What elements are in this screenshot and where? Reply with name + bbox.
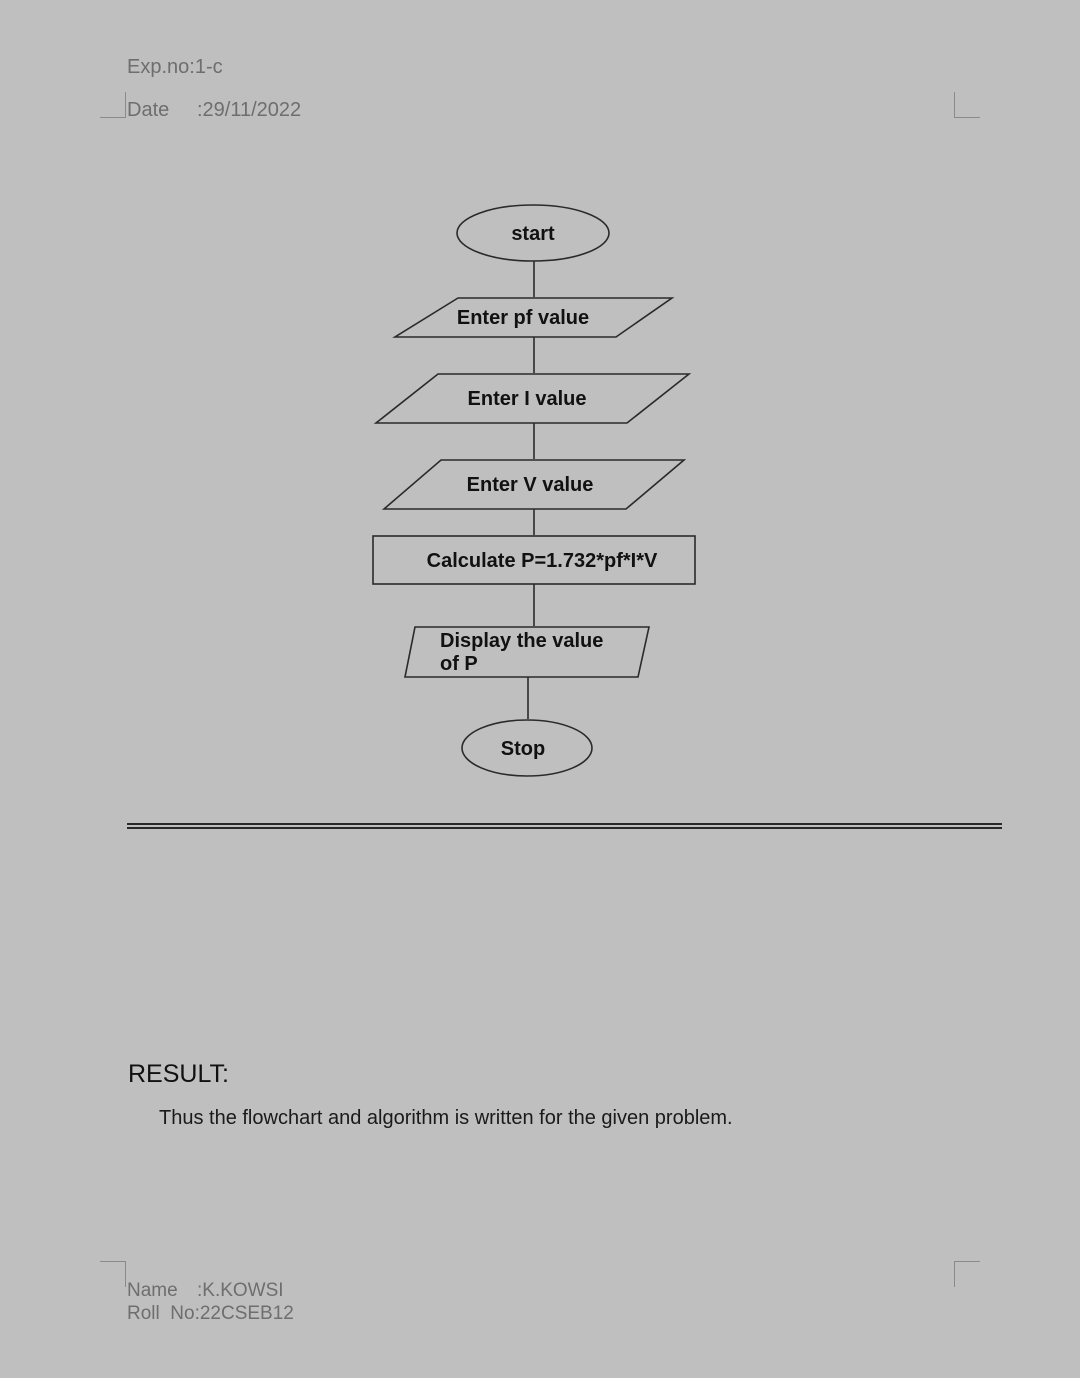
input-pf-parallelogram: Enter pf value: [392, 297, 675, 338]
stop-label: Stop: [501, 738, 545, 760]
name-value: :K.KOWSI: [197, 1280, 284, 1301]
display-label-line2: of P: [440, 653, 478, 675]
result-heading: RESULT:: [128, 1060, 229, 1088]
divider-line-bottom: [127, 827, 1002, 829]
input-pf-label: Enter pf value: [457, 307, 589, 329]
input-i-shape: [373, 373, 692, 424]
input-i-label: Enter I value: [468, 388, 587, 410]
stop-ellipse: [461, 719, 593, 777]
calculate-process-box: Calculate P=1.732*pf*I*V: [372, 535, 696, 585]
display-shape: [404, 626, 650, 678]
divider-line-top: [127, 823, 1002, 825]
calculate-label: Calculate P=1.732*pf*I*V: [427, 550, 658, 572]
bottom-right-corner-mark: [954, 1261, 980, 1287]
display-output-parallelogram: Display the value of P: [404, 626, 650, 678]
top-right-corner-mark: [954, 92, 980, 118]
date-label: Date: [127, 99, 170, 121]
display-label-line1: Display the value: [440, 630, 603, 652]
input-v-label: Enter V value: [467, 474, 594, 496]
flowchart-diagram: start Enter pf value Enter I value Enter…: [372, 204, 696, 777]
roll-number: Roll No:22CSEB12: [127, 1303, 294, 1324]
top-left-corner-mark: [100, 92, 126, 118]
start-label: start: [511, 223, 555, 245]
start-ellipse: [456, 204, 610, 262]
result-text: Thus the flowchart and algorithm is writ…: [159, 1107, 733, 1129]
bottom-left-corner-mark: [100, 1261, 126, 1287]
stop-terminal: Stop: [461, 719, 593, 777]
input-i-parallelogram: Enter I value: [373, 373, 692, 424]
date-value: :29/11/2022: [197, 99, 302, 121]
input-v-parallelogram: Enter V value: [381, 459, 687, 510]
start-terminal: start: [456, 204, 610, 262]
input-pf-shape: [392, 297, 675, 338]
name-label: Name: [127, 1280, 178, 1301]
input-v-shape: [381, 459, 687, 510]
experiment-number: Exp.no:1-c: [127, 56, 223, 78]
